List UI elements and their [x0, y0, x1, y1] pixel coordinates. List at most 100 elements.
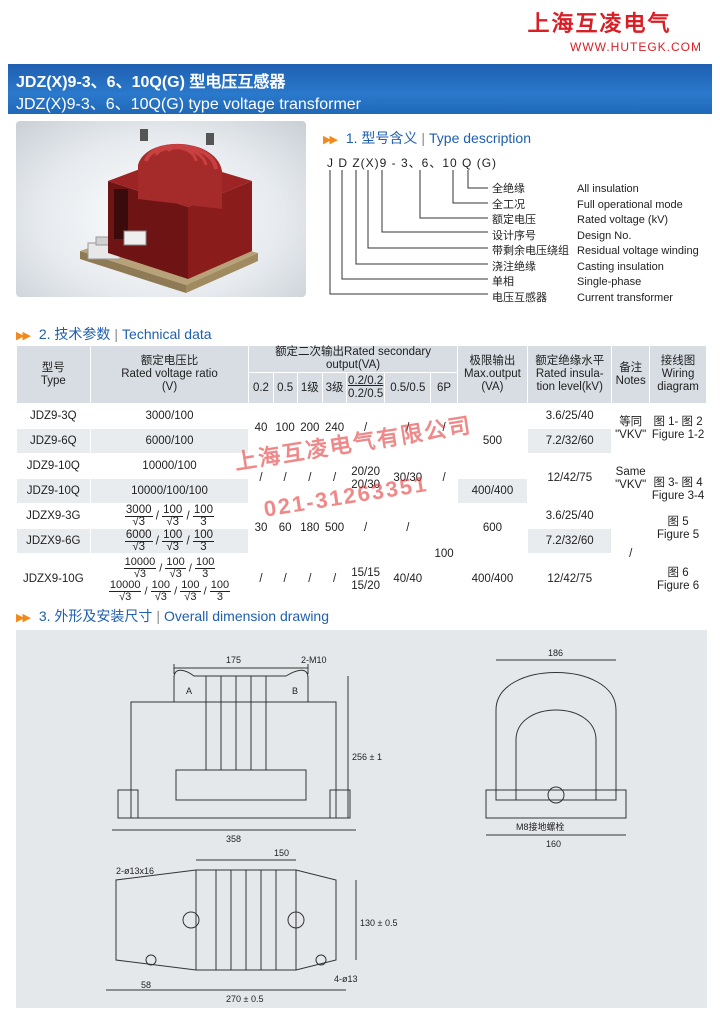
table-cell: JDZ9-10Q	[16, 453, 91, 479]
table-cell: 180	[296, 503, 323, 554]
table-cell: 200	[296, 403, 323, 454]
table-cell: JDZ9-3Q	[16, 403, 91, 429]
table-cell: 12/42/75	[527, 553, 613, 606]
model-code: J D Z(X)9 - 3、6、10 Q (G)	[327, 156, 498, 170]
brand-name: 上海互凌电气	[527, 11, 672, 36]
dim-358: 358	[226, 834, 241, 844]
page-title-en: JDZ(X)9-3、6、10Q(G) type voltage transfor…	[16, 96, 361, 113]
table-cell: 3000/100	[89, 403, 250, 429]
dim-150: 150	[274, 848, 289, 858]
table-cell: 等同"VKV"	[611, 403, 651, 454]
table-cell: 240	[321, 403, 348, 454]
model-code-leader-lines	[329, 170, 488, 295]
dim-2-13x16: 2-ø13x16	[116, 866, 154, 876]
table-cell: JDZ9-6Q	[16, 428, 91, 454]
dim-4-13: 4-ø13	[334, 974, 358, 984]
dim-130: 130 ± 0.5	[360, 918, 397, 928]
dimension-drawing: 175 2-M10 A B 256 ± 1 358 186 M8接地螺栓 160…	[106, 648, 627, 1004]
table-cell: /	[346, 503, 386, 554]
product-photo	[16, 121, 306, 297]
table-cell: /	[296, 453, 323, 504]
table-cell: /	[272, 553, 298, 606]
table-cell: 30/30	[384, 453, 432, 504]
table-cell: 500	[456, 403, 529, 479]
dimension-drawing-panel: 175 2-M10 A B 256 ± 1 358 186 M8接地螺栓 160…	[16, 630, 707, 1008]
decode-cn-list: 全绝缘全工况额定电压设计序号带剩余电压绕组浇注绝缘单相电压互感器	[492, 183, 569, 304]
th-sub: 0.5/0.5	[384, 372, 432, 404]
table-cell: JDZX9-3G	[16, 503, 91, 529]
th-sub: 1级	[296, 372, 323, 404]
dim-bolt: M8接地螺栓	[516, 821, 565, 832]
table-cell: /	[248, 453, 274, 504]
table-cell: JDZX9-6G	[16, 528, 91, 554]
table-cell: 500	[321, 503, 348, 554]
dim-m10: 2-M10	[301, 655, 327, 665]
section2-heading: ▶▶ 2. 技术参数|Technical data	[16, 326, 212, 342]
table-cell: 30	[248, 503, 274, 554]
dim-terminal-b: B	[292, 686, 298, 696]
table-cell: /	[272, 453, 298, 504]
table-cell: /	[611, 503, 651, 606]
table-cell: 3.6/25/40	[527, 403, 613, 429]
table-cell: /	[430, 403, 458, 454]
table-cell: /	[430, 453, 458, 504]
table-cell: /	[248, 553, 274, 606]
section1-heading: ▶▶ 1. 型号含义|Type description	[323, 130, 531, 146]
table-cell: /	[296, 553, 323, 606]
table-cell: 600	[456, 503, 529, 554]
front-body	[130, 701, 337, 819]
table-cell: 40/40	[384, 553, 432, 606]
transformer-illustration	[80, 129, 258, 293]
brand-url[interactable]: WWW.HUTEGK.COM	[570, 40, 702, 54]
table-cell: /	[384, 503, 432, 554]
table-cell: Same"VKV"	[611, 453, 651, 504]
table-cell: 10000/100/100	[89, 478, 250, 504]
dim-270: 270 ± 0.5	[226, 994, 263, 1004]
dim-terminal-a: A	[186, 686, 192, 696]
th-sub: 3级	[321, 372, 348, 404]
table-row: JDZ9-3Q 3000/100 40 100 200 240 / / / 50…	[16, 403, 707, 479]
title-bar	[8, 64, 712, 114]
table-cell: 12/42/75	[527, 453, 613, 504]
arrow-icon: ▶▶	[16, 612, 31, 624]
dim-175: 175	[226, 655, 241, 665]
table-cell: /	[321, 453, 348, 504]
dim-256: 256 ± 1	[352, 752, 382, 762]
section3-heading: ▶▶ 3. 外形及安装尺寸|Overall dimension drawing	[16, 608, 329, 624]
arrow-icon: ▶▶	[16, 330, 31, 342]
table-cell: 40	[248, 403, 274, 454]
table-cell: 100	[430, 503, 458, 606]
table-cell: 400/400	[456, 553, 529, 606]
th-sub: 0.2	[248, 372, 274, 404]
table-cell: 400/400	[456, 478, 529, 504]
table-cell: JDZX9-10G	[16, 553, 91, 606]
dim-160: 160	[546, 839, 561, 849]
arrow-icon: ▶▶	[323, 134, 338, 146]
table-row: JDZ9-10Q 10000/100/100 400/400	[16, 478, 707, 504]
table-cell: 7.2/32/60	[527, 428, 613, 454]
table-cell: 10000/100	[89, 453, 250, 479]
table-cell: 6000/100	[89, 428, 250, 454]
table-cell: 3.6/25/40	[527, 503, 613, 529]
page-title-cn: JDZ(X)9-3、6、10Q(G) 型电压互感器	[16, 74, 286, 91]
dim-58: 58	[141, 980, 151, 990]
